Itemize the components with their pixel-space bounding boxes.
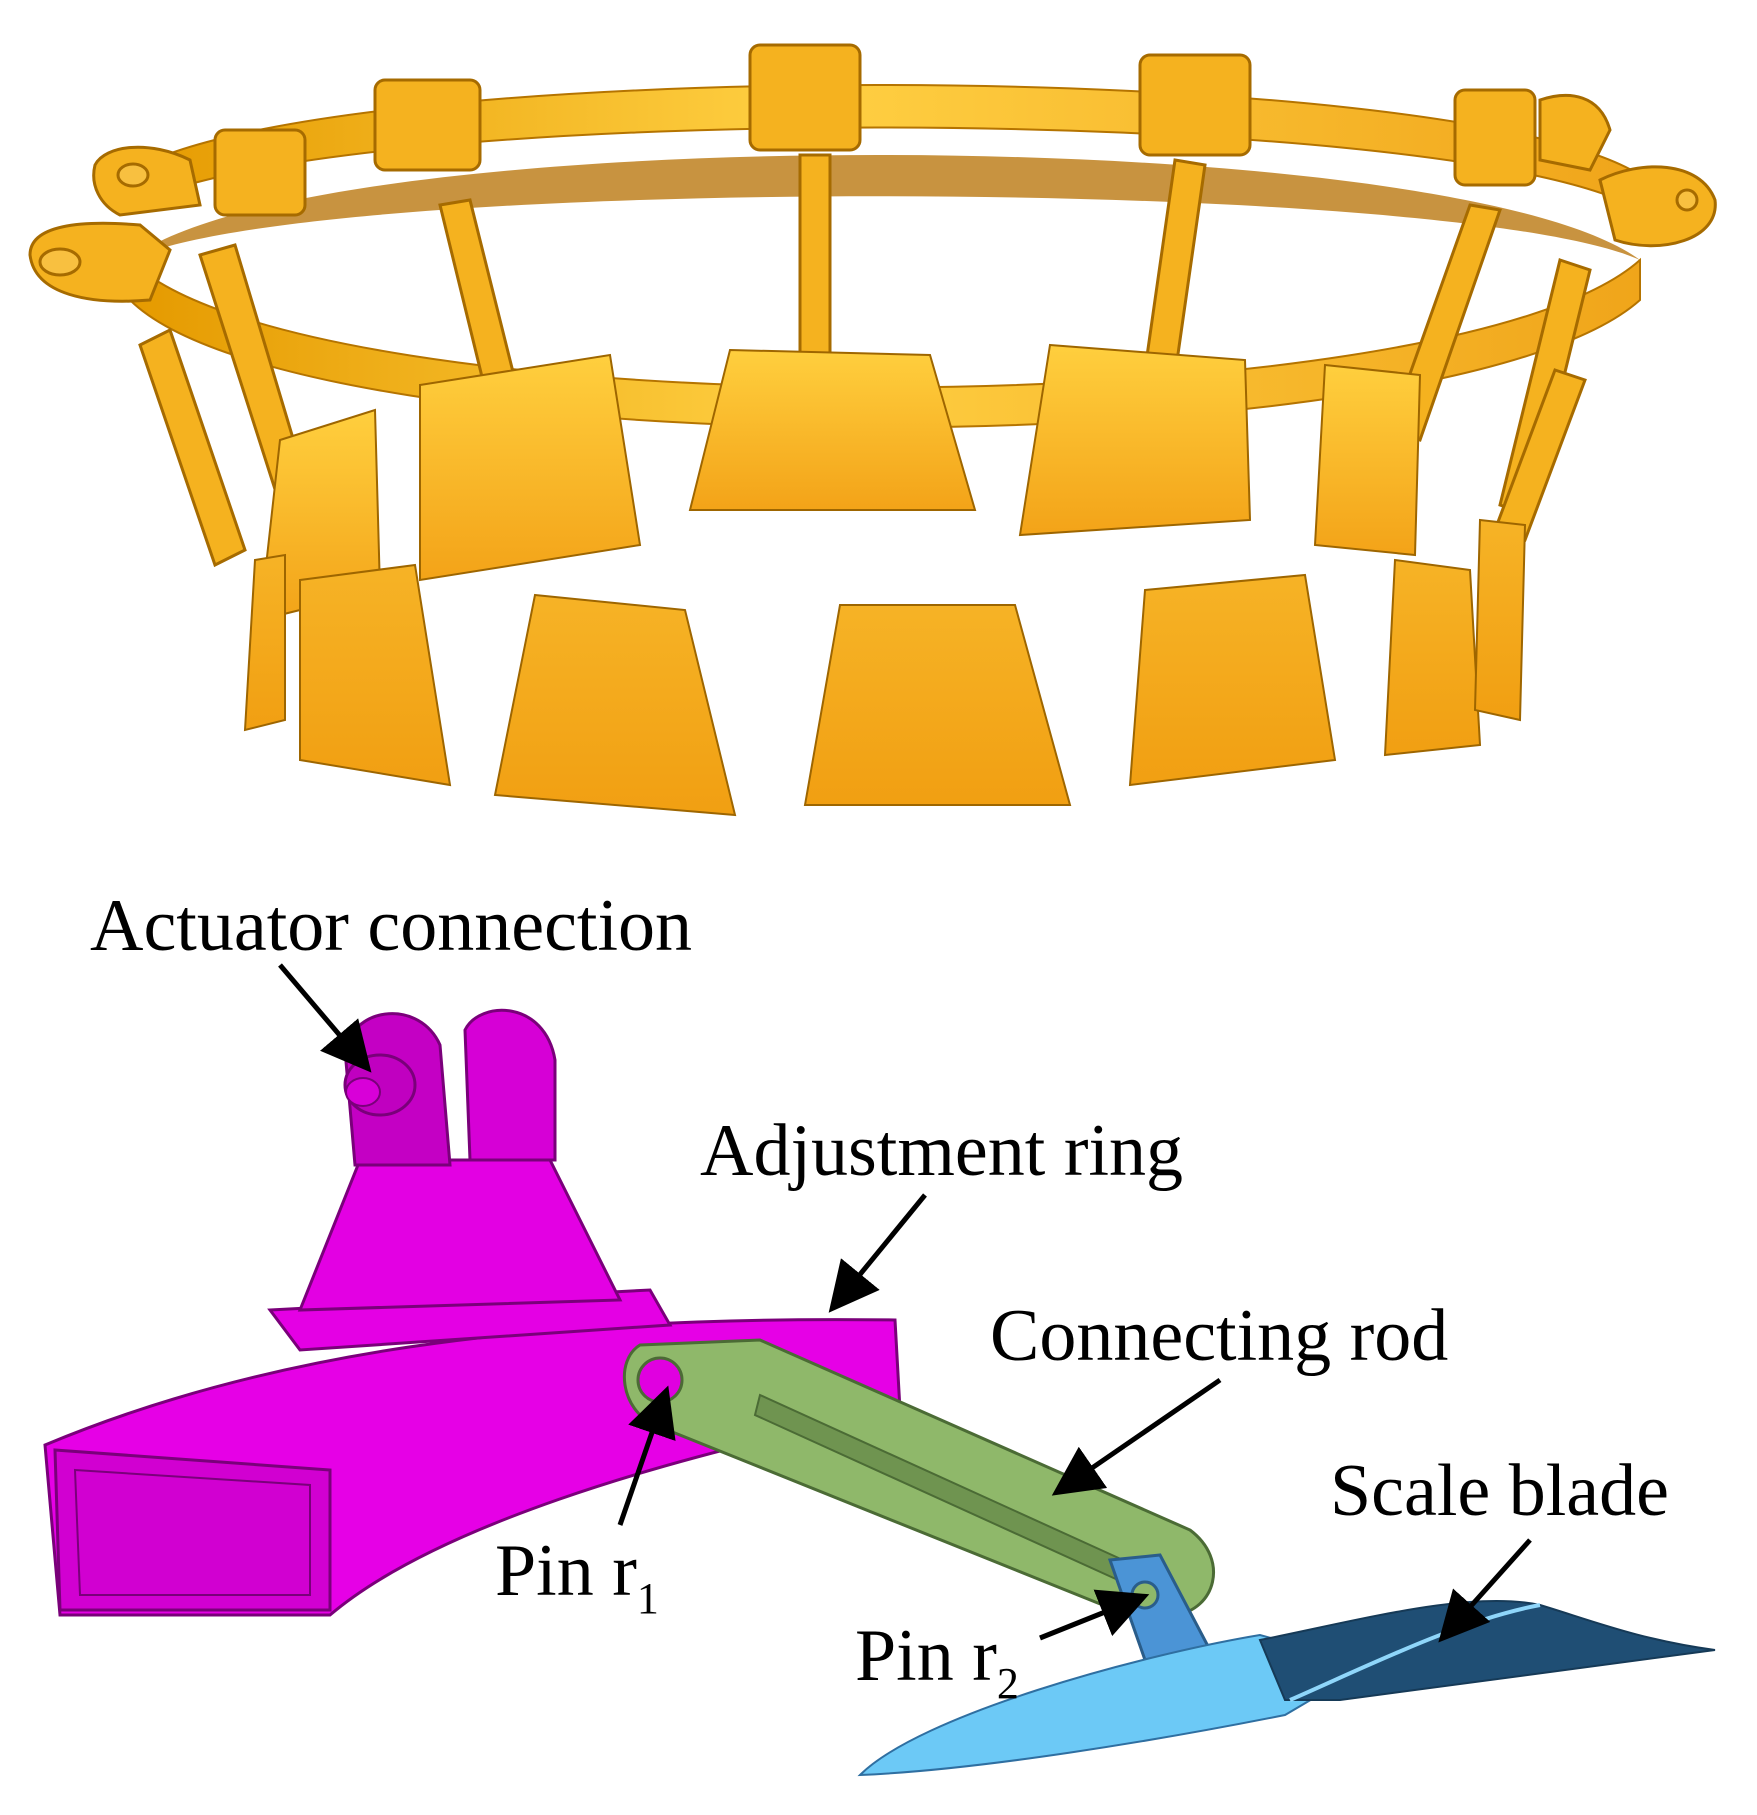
actuator-detail <box>43 1008 1716 1777</box>
label-pin-r2-main: Pin r <box>855 1615 997 1697</box>
arrow-scale-blade <box>1438 1538 1532 1643</box>
label-scale-blade: Scale blade <box>1330 1450 1669 1532</box>
annotations: Actuator connection Adjustment ring Conn… <box>90 885 1669 1708</box>
arrow-connecting-rod <box>1051 1377 1222 1496</box>
ring-upper-blades <box>258 343 1422 622</box>
ring-top-hinges <box>213 43 1537 217</box>
label-actuator-connection: Actuator connection <box>90 885 692 967</box>
label-connecting-rod: Connecting rod <box>990 1295 1448 1377</box>
nozzle-ring-assembly <box>28 43 1717 817</box>
arrow-adjustment-ring <box>828 1193 927 1313</box>
adjustment-ring-face <box>53 1448 332 1612</box>
arrow-pin-r1 <box>617 1385 676 1526</box>
ring-bracket-left <box>28 145 202 303</box>
label-pin-r2: Pin r2 <box>855 1615 1019 1708</box>
ring-bracket-right <box>1538 93 1717 248</box>
label-pin-r1: Pin r1 <box>495 1530 659 1623</box>
ring-inner-edge <box>130 155 1640 260</box>
ring-lower-blades <box>243 518 1527 817</box>
arrow-pin-r2 <box>1039 1589 1150 1641</box>
label-pin-r1-sub: 1 <box>637 1574 659 1623</box>
pin-r1-hole <box>636 1356 684 1404</box>
arrow-actuator-connection <box>278 963 372 1073</box>
actuator-tower <box>297 1158 623 1312</box>
label-pin-r2-sub: 2 <box>997 1659 1019 1708</box>
pin-r2-hole <box>1130 1580 1160 1610</box>
label-adjustment-ring: Adjustment ring <box>700 1110 1183 1192</box>
label-pin-r1-main: Pin r <box>495 1530 637 1612</box>
